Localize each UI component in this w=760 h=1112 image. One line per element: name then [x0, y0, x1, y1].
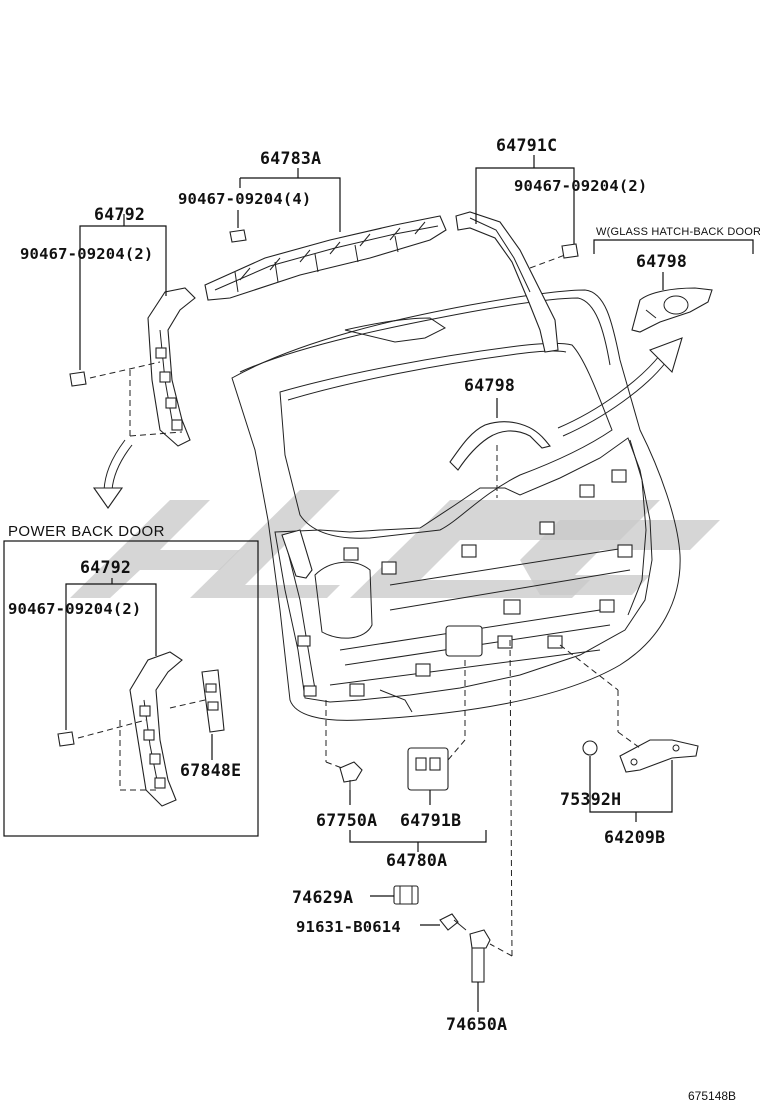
label-75392h: 75392H: [560, 790, 621, 809]
watermark-logo: [70, 490, 720, 598]
label-67848e: 67848E: [180, 761, 241, 780]
label-90467-09204-2-right: 90467-09204(2): [514, 177, 647, 195]
label-74629a: 74629A: [292, 888, 353, 907]
label-74650a: 74650A: [446, 1015, 507, 1034]
label-64780a: 64780A: [386, 851, 447, 870]
garnish-64783a: [204, 215, 447, 301]
label-64209b: 64209B: [604, 828, 665, 847]
bumper-75392h: [582, 740, 598, 756]
label-64791c: 64791C: [496, 136, 557, 155]
label-91631-b0614: 91631-B0614: [296, 918, 401, 936]
label-90467-09204-4: 90467-09204(4): [178, 190, 311, 208]
label-64783a: 64783A: [260, 149, 321, 168]
clip-90467-left: [69, 371, 87, 387]
label-64798-top: 64798: [636, 252, 687, 271]
label-67750a: 67750A: [316, 811, 377, 830]
clip-74629a: [393, 885, 419, 905]
diagram-code: 675148B: [688, 1089, 736, 1103]
garnish-64792-inset: [129, 651, 183, 807]
power-back-door-box: [3, 540, 259, 837]
label-64792-top: 64792: [94, 205, 145, 224]
label-90467-09204-2-left: 90467-09204(2): [20, 245, 153, 263]
clip-90467-inset: [57, 731, 75, 747]
label-64791b: 64791B: [400, 811, 461, 830]
garnish-64791c: [455, 211, 559, 353]
label-90467-09204-2-inset: 90467-09204(2): [8, 600, 141, 618]
back-door-panel: [231, 289, 681, 721]
hinge-64209b: [619, 739, 699, 773]
garnish-64792-top: [147, 287, 196, 447]
handle-64791b: [407, 747, 449, 791]
bracket-67848e: [201, 669, 225, 733]
clip-90467-right: [561, 243, 579, 259]
label-glass-hatch-back-door: W(GLASS HATCH-BACK DOOR): [596, 226, 760, 238]
clip-67750a: [339, 761, 363, 790]
clip-90467-top: [229, 229, 247, 243]
garnish-64798-top: [631, 287, 713, 333]
stay-74650a: [469, 929, 491, 983]
bolt-91631-b0614: [439, 913, 467, 931]
garnish-64798-mid: [449, 421, 551, 471]
label-64798-mid: 64798: [464, 376, 515, 395]
label-64792-inset: 64792: [80, 558, 131, 577]
label-power-back-door: POWER BACK DOOR: [8, 523, 165, 540]
